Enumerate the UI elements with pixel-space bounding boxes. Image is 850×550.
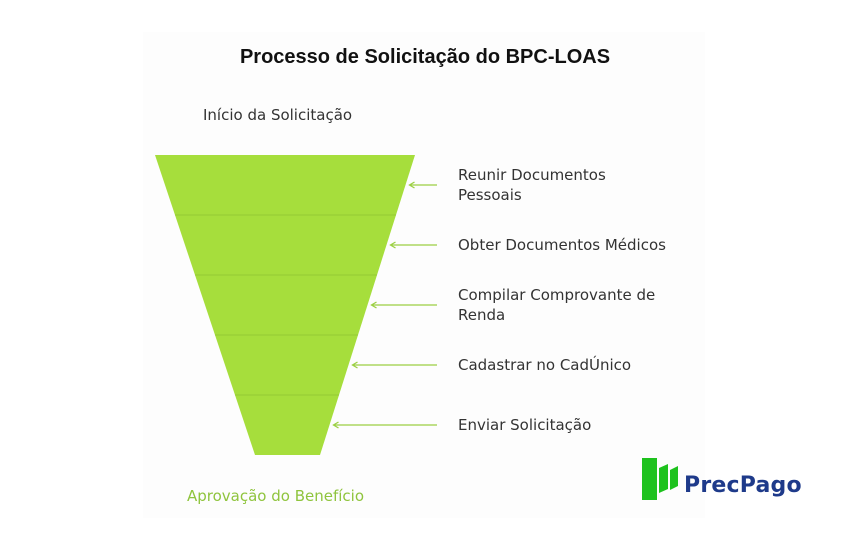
funnel-shape [155,155,415,455]
step-label-3: Compilar Comprovante de Renda [458,286,656,324]
funnel-arrows [332,181,437,429]
diagram-title: Processo de Solicitação do BPC-LOAS [239,46,611,68]
precpago-logo-icon [642,458,678,500]
funnel-start-label: Início da Solicitação [203,106,353,124]
step-arrow [389,241,437,249]
step-arrow [408,181,437,189]
step-label-4: Cadastrar no CadÚnico [458,356,632,374]
funnel-end-label: Aprovação do Benefício [187,487,365,505]
funnel-dividers [175,214,396,396]
precpago-logo-text: PrecPago [684,473,802,498]
step-label-1: Reunir Documentos Pessoais [458,166,606,204]
step-arrow [351,361,437,369]
step-arrow [332,421,437,429]
step-arrow [370,301,437,309]
step-label-2: Obter Documentos Médicos [458,236,666,254]
precpago-logo: PrecPago [640,456,820,502]
step-label-5: Enviar Solicitação [458,416,592,434]
